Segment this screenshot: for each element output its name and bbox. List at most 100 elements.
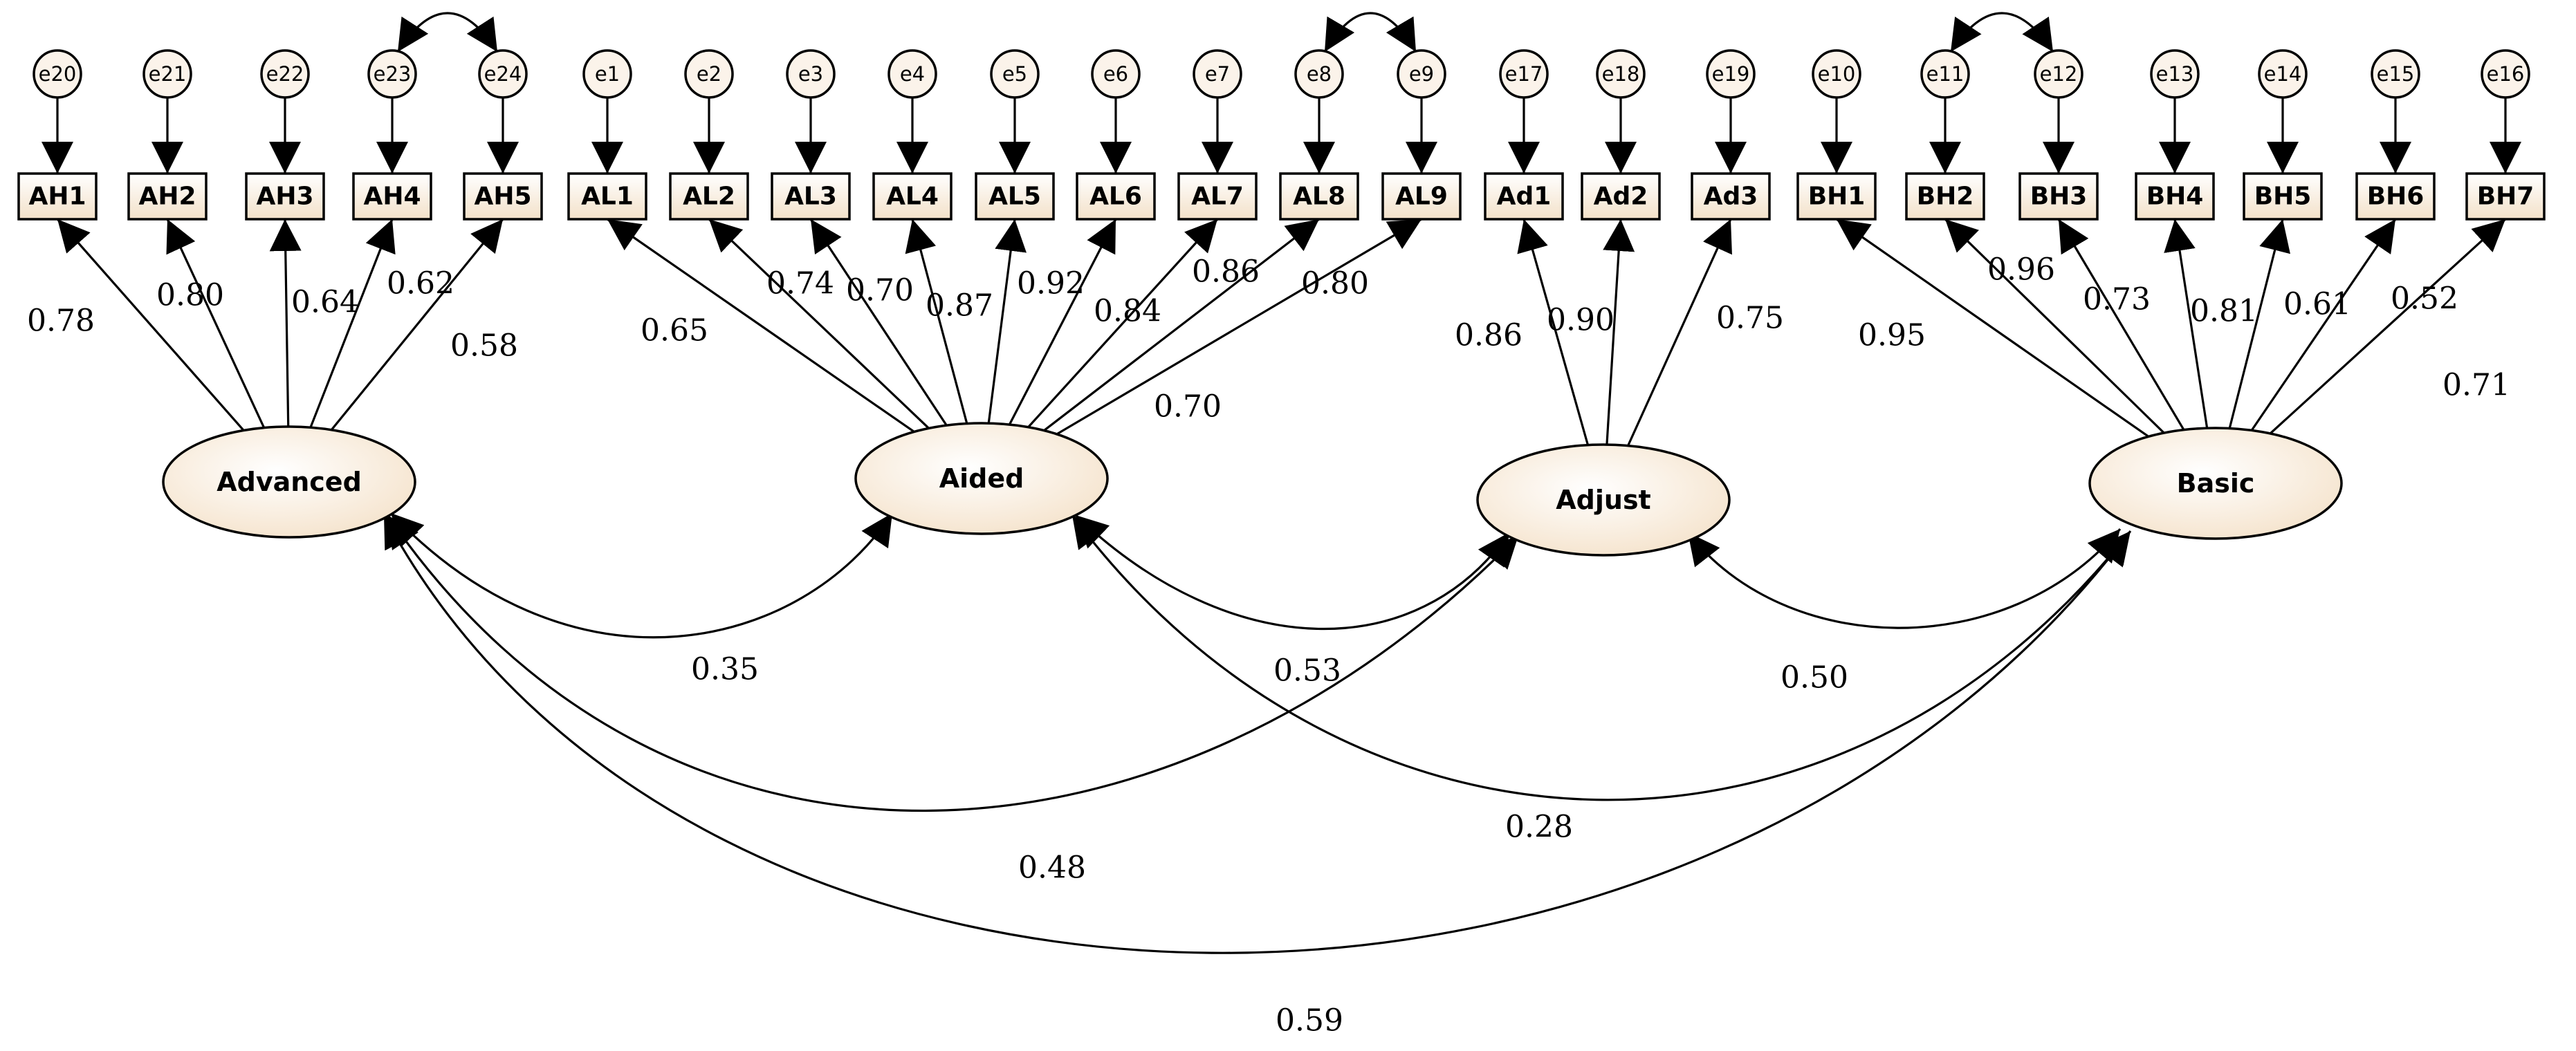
loading-path	[1626, 218, 1732, 448]
error-label: e2	[697, 62, 721, 86]
loading-value: 0.61	[2283, 287, 2351, 322]
error-label: e12	[2040, 62, 2078, 86]
error-term: e21	[142, 49, 192, 99]
indicator-label: BH1	[1808, 183, 1866, 211]
loading-path	[905, 218, 968, 426]
loading-path	[2267, 218, 2507, 436]
loading-value: 0.70	[1154, 389, 1222, 425]
error-term: e22	[260, 49, 310, 99]
loading-value: 0.62	[387, 266, 454, 301]
loading-value: 0.74	[766, 266, 834, 301]
error-term: e9	[1397, 49, 1446, 99]
error-term: e13	[2150, 49, 2200, 99]
loading-value: 0.70	[846, 273, 914, 308]
loading-value: 0.65	[641, 313, 708, 348]
loading-path	[708, 218, 932, 431]
error-term: e14	[2258, 49, 2308, 99]
error-term: e10	[1812, 49, 1861, 99]
loading-value: 0.81	[2190, 294, 2258, 329]
error-term: e20	[33, 49, 82, 99]
error-term: e4	[887, 49, 937, 99]
loading-path	[1836, 218, 2151, 439]
loading-path	[809, 218, 949, 428]
error-label: e11	[1926, 62, 1965, 86]
loading-path	[2164, 218, 2209, 430]
loading-path	[329, 218, 504, 432]
indicator-label: Ad2	[1594, 183, 1648, 211]
loading-value: 0.95	[1858, 318, 1926, 353]
indicator-label: AL3	[784, 183, 837, 211]
error-term: e3	[786, 49, 836, 99]
indicator-label: AL6	[1089, 183, 1142, 211]
loading-value: 0.84	[1094, 294, 1161, 329]
latent-label: Adjust	[1556, 485, 1650, 515]
loading-value: 0.75	[1716, 301, 1784, 336]
error-term: e18	[1596, 49, 1646, 99]
error-term: e16	[2481, 49, 2530, 99]
indicator-label: AL2	[683, 183, 735, 211]
loading-value: 0.86	[1192, 254, 1260, 290]
error-label: e15	[2377, 62, 2415, 86]
error-covariance-arc	[396, 12, 499, 53]
loading-path	[1054, 218, 1422, 437]
loading-value: 0.71	[2442, 368, 2510, 403]
error-term: e12	[2034, 49, 2083, 99]
indicator-box: Ad1	[1484, 172, 1564, 221]
error-term: e8	[1294, 49, 1344, 99]
indicator-label: AH4	[363, 183, 421, 211]
loading-value: 0.80	[1301, 266, 1369, 301]
correlation-value: 0.53	[1273, 653, 1341, 689]
indicator-label: Ad3	[1704, 183, 1758, 211]
indicator-box: AL6	[1076, 172, 1156, 221]
correlation-value: 0.28	[1505, 810, 1573, 845]
latent-label: Aided	[939, 463, 1024, 494]
error-label: e5	[1002, 62, 1027, 86]
indicator-label: AL8	[1293, 183, 1345, 211]
indicator-box: AH1	[17, 172, 98, 221]
error-covariance-arc	[1949, 12, 2054, 53]
error-label: e24	[484, 62, 522, 86]
loading-path	[1007, 218, 1117, 427]
error-term: e24	[478, 49, 528, 99]
loading-path	[1041, 218, 1320, 433]
indicator-label: BH5	[2254, 183, 2312, 211]
loading-value: 0.64	[291, 285, 359, 320]
indicator-box: AH3	[245, 172, 325, 221]
indicator-label: BH3	[2030, 183, 2088, 211]
error-label: e4	[900, 62, 925, 86]
loading-value: 0.80	[156, 278, 224, 313]
indicator-label: AH1	[28, 183, 86, 211]
loading-value: 0.86	[1455, 318, 1522, 353]
correlation-arc-advanced-basic	[383, 514, 2131, 954]
error-term: e23	[367, 49, 417, 99]
indicator-box: AH4	[352, 172, 432, 221]
error-label: e19	[1712, 62, 1750, 86]
indicator-box: AL8	[1279, 172, 1359, 221]
error-label: e7	[1205, 62, 1230, 86]
latent-basic: Basic	[2088, 427, 2343, 540]
error-label: e8	[1307, 62, 1332, 86]
loading-value: 0.73	[2083, 282, 2151, 317]
indicator-label: BH7	[2477, 183, 2534, 211]
indicator-box: AL3	[771, 172, 851, 221]
loading-value: 0.78	[27, 304, 95, 339]
error-label: e3	[798, 62, 823, 86]
loading-path	[2228, 218, 2290, 431]
error-term: e19	[1706, 49, 1756, 99]
error-term: e17	[1499, 49, 1549, 99]
error-label: e17	[1505, 62, 1543, 86]
indicator-box: Ad2	[1581, 172, 1661, 221]
loading-path	[2057, 218, 2186, 432]
error-label: e10	[1818, 62, 1856, 86]
indicator-box: Ad3	[1691, 172, 1771, 221]
error-label: e16	[2487, 62, 2525, 86]
indicator-box: AL7	[1177, 172, 1258, 221]
indicator-label: Ad1	[1497, 183, 1552, 211]
indicator-label: BH2	[1917, 183, 1974, 211]
correlation-arc-aided-adjust	[1074, 514, 1511, 631]
indicator-label: AH5	[474, 183, 531, 211]
indicator-box: AL1	[567, 172, 647, 221]
